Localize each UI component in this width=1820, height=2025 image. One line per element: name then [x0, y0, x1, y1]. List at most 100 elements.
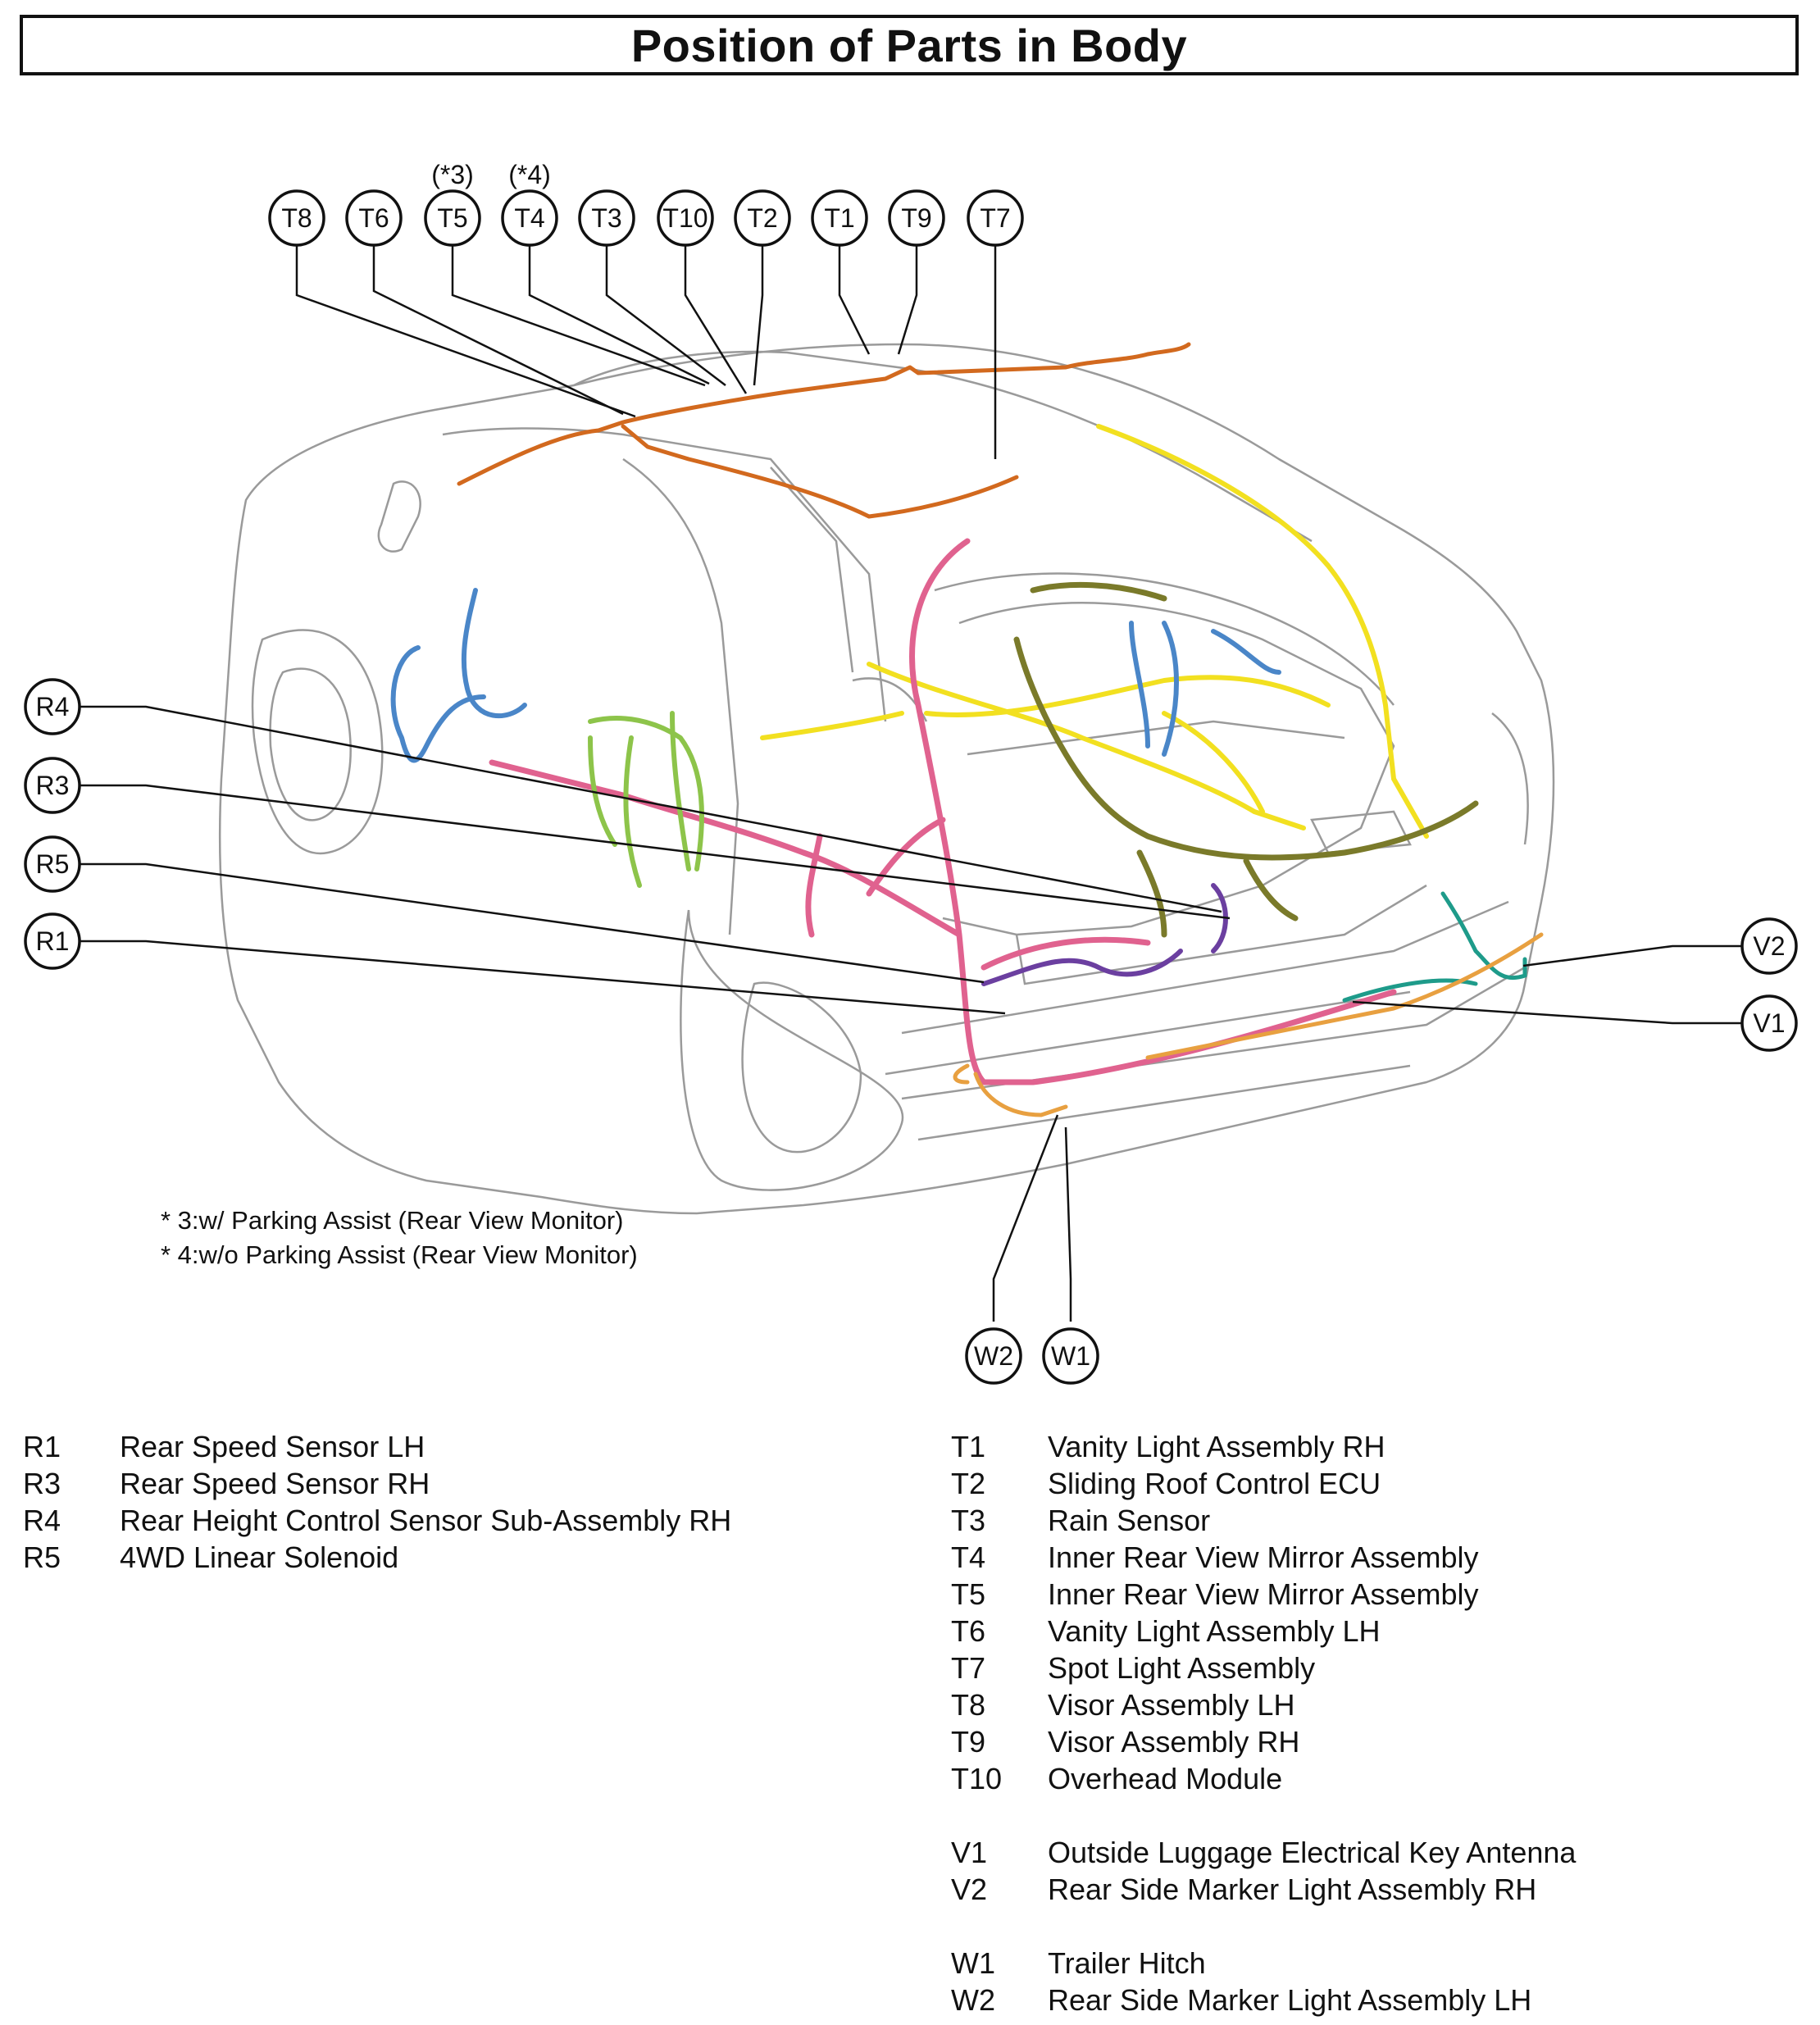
leader-r4 — [80, 705, 1222, 913]
leader-w2 — [992, 1114, 1059, 1322]
page-title: Position of Parts in Body — [630, 19, 1188, 71]
body-harness-green — [588, 711, 704, 888]
callout-label-t10: T10 — [662, 203, 708, 233]
title-box: Position of Parts in Body — [20, 15, 1799, 75]
roof-harness — [457, 342, 1191, 519]
legend-desc: Visor Assembly LH — [1048, 1688, 1295, 1722]
callout-label-t2: T2 — [747, 203, 777, 233]
legend-desc: Rear Side Marker Light Assembly RH — [1048, 1873, 1537, 1906]
callout-circle-w2 — [965, 1327, 1022, 1385]
leader-r5 — [80, 862, 985, 984]
body-harness-yellow — [760, 424, 1429, 839]
legend-desc: Rain Sensor — [1048, 1504, 1211, 1537]
legend-code: T3 — [951, 1504, 986, 1537]
legend-code: V2 — [951, 1873, 988, 1906]
legend-code: T4 — [951, 1540, 986, 1574]
callout-note-t4: (*4) — [508, 160, 551, 189]
legend-code: R1 — [23, 1430, 61, 1463]
callout-label-v2: V2 — [1753, 931, 1785, 961]
rear-harness-orange — [953, 932, 1544, 1117]
leader-t4 — [528, 244, 710, 385]
callout-label-t3: T3 — [591, 203, 621, 233]
leader-t9 — [897, 244, 918, 355]
leader-r1 — [80, 940, 1006, 1015]
callout-label-t4: T4 — [514, 203, 544, 233]
callout-markers — [24, 189, 1798, 1385]
callout-circle-t8 — [268, 189, 325, 247]
leader-t2 — [753, 244, 764, 386]
callout-label-r1: R1 — [36, 926, 70, 956]
callout-circle-t3 — [578, 189, 635, 247]
callout-circle-t4 — [501, 189, 558, 247]
callout-label-r4: R4 — [36, 692, 70, 721]
callout-labels: T8 T6 T5 (*3) T4 (*4) T3 T10 T2 T1 T9 T7… — [36, 160, 1786, 1371]
legend-code: T1 — [951, 1430, 986, 1463]
leader-t5 — [451, 244, 706, 387]
legend-code: R3 — [23, 1467, 61, 1500]
legend-code: V1 — [951, 1836, 988, 1869]
callout-label-v1: V1 — [1753, 1008, 1785, 1038]
legend-code: W1 — [951, 1946, 995, 1980]
callout-circle-t9 — [888, 189, 945, 247]
callout-circle-r1 — [24, 912, 81, 970]
callout-circle-t7 — [967, 189, 1024, 247]
callout-circle-r5 — [24, 835, 81, 893]
legend-code: T8 — [951, 1688, 986, 1722]
legend-desc: Rear Speed Sensor RH — [120, 1467, 430, 1500]
leader-r3 — [80, 784, 1231, 920]
callout-circle-r4 — [24, 678, 81, 735]
leader-t10 — [684, 244, 748, 394]
legend-desc: Inner Rear View Mirror Assembly — [1048, 1577, 1479, 1611]
footnote-3: * 3:w/ Parking Assist (Rear View Monitor… — [161, 1206, 624, 1235]
callout-circle-t10 — [657, 189, 714, 247]
legend-code: T6 — [951, 1614, 986, 1648]
legend-desc: Vanity Light Assembly LH — [1048, 1614, 1381, 1648]
legend-code: T10 — [951, 1762, 1003, 1795]
legend-desc: Sliding Roof Control ECU — [1048, 1467, 1381, 1500]
wire-harnesses — [390, 342, 1544, 1117]
legend-desc: Rear Height Control Sensor Sub-Assembly … — [120, 1504, 732, 1537]
leader-v2 — [1522, 944, 1741, 967]
callout-label-t5: T5 — [437, 203, 467, 233]
legend-desc: Inner Rear View Mirror Assembly — [1048, 1540, 1479, 1574]
callout-label-r5: R5 — [36, 849, 70, 879]
leader-t8 — [295, 244, 636, 418]
callout-label-t1: T1 — [824, 203, 854, 233]
legend-desc: Rear Speed Sensor LH — [120, 1430, 425, 1463]
leader-t1 — [838, 244, 871, 355]
body-harness-olive — [1013, 581, 1479, 938]
body-harness-pink — [489, 538, 1397, 1085]
callout-label-t6: T6 — [358, 203, 389, 233]
callout-label-t8: T8 — [281, 203, 312, 233]
legend-desc: Rear Side Marker Light Assembly LH — [1048, 1983, 1532, 2017]
legend-code: T5 — [951, 1577, 986, 1611]
callout-label-r3: R3 — [36, 771, 70, 800]
leader-t6 — [372, 244, 624, 416]
legend-code: W2 — [951, 1983, 995, 2017]
callout-circle-w1 — [1042, 1327, 1099, 1385]
callout-circle-t5 — [424, 189, 481, 247]
callout-label-t9: T9 — [901, 203, 931, 233]
callout-label-t7: T7 — [980, 203, 1010, 233]
leader-w1 — [1064, 1126, 1072, 1322]
legend-code: T9 — [951, 1725, 986, 1759]
leader-v1 — [1352, 1000, 1741, 1025]
callout-circle-v2 — [1740, 917, 1798, 975]
legend-desc: Outside Luggage Electrical Key Antenna — [1048, 1836, 1577, 1869]
callout-circle-v1 — [1740, 994, 1798, 1052]
legend-code: R4 — [23, 1504, 61, 1537]
callout-circle-t1 — [811, 189, 868, 247]
callout-circle-t2 — [734, 189, 791, 247]
legend-code: T7 — [951, 1651, 986, 1685]
callout-label-w2: W2 — [974, 1341, 1013, 1371]
vehicle-outline — [218, 343, 1555, 1215]
legend-desc: Trailer Hitch — [1048, 1946, 1206, 1980]
legend-desc: 4WD Linear Solenoid — [120, 1540, 399, 1574]
legend-code: T2 — [951, 1467, 986, 1500]
legend-desc: Visor Assembly RH — [1048, 1725, 1300, 1759]
leader-t3 — [605, 244, 726, 386]
callout-note-t5: (*3) — [431, 160, 474, 189]
body-harness-blue — [390, 588, 1281, 763]
legend-code: R5 — [23, 1540, 61, 1574]
